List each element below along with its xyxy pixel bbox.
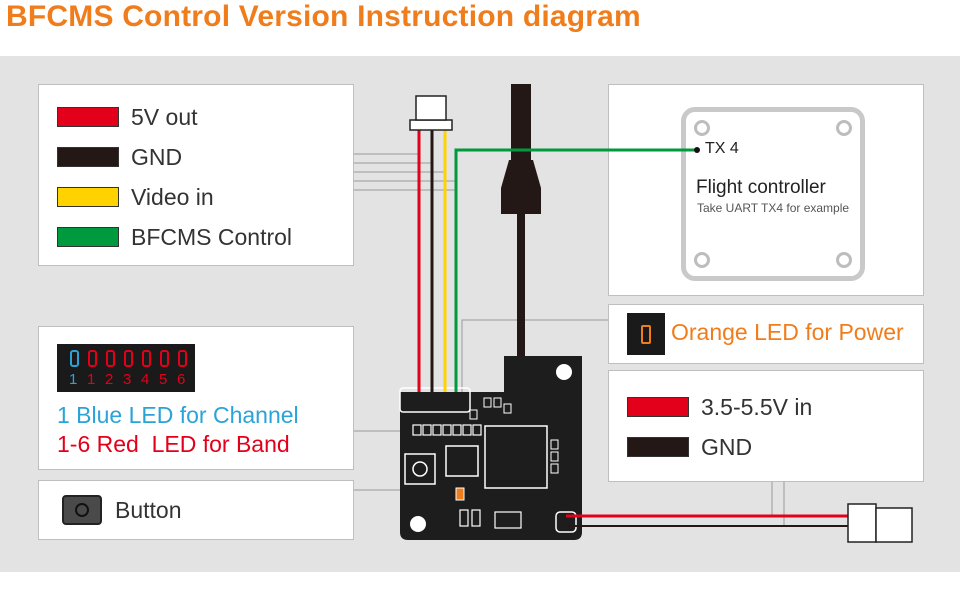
blue-led-icon <box>70 350 79 367</box>
red-led-icon <box>160 350 169 367</box>
legend-swatch-red <box>627 397 689 417</box>
button-icon <box>62 495 102 525</box>
power-led-label: Orange LED for Power <box>671 319 904 345</box>
legend-item-bfcms-control: BFCMS Control <box>57 223 293 250</box>
flight-controller-subtitle: Take UART TX4 for example <box>697 201 850 215</box>
legend-item-power-in: 3.5-5.5V in <box>627 393 813 420</box>
red-led-icon <box>142 350 151 367</box>
flight-controller-box: TX 4 Flight controller Take UART TX4 for… <box>608 84 924 296</box>
flight-controller-title: Flight controller <box>696 177 826 198</box>
power-plug-icon <box>847 503 913 543</box>
led-digit-red: 1 <box>87 371 96 388</box>
legend-swatch-black <box>57 147 119 167</box>
blue-led-label: 1 Blue LED for Channel <box>57 402 299 428</box>
legend-label: 3.5-5.5V in <box>701 393 813 420</box>
tx4-pin-label: TX 4 <box>705 140 739 157</box>
flight-controller-board <box>681 107 865 281</box>
jst-connector-icon <box>409 95 453 131</box>
led-digit-red: 5 <box>159 371 168 388</box>
led-legend-box: 1 1 2 3 4 5 6 1 Blue LED for Channel 1-6… <box>38 326 354 470</box>
mount-hole <box>836 252 852 268</box>
wire-legend-box: 5V out GND Video in BFCMS Control <box>38 84 354 266</box>
legend-label: GND <box>131 143 183 170</box>
led-digit-blue: 1 <box>69 371 78 388</box>
legend-item-5v-out: 5V out <box>57 103 198 130</box>
red-led-icon <box>106 350 115 367</box>
legend-swatch-black <box>627 437 689 457</box>
diagram-title: BFCMS Control Version Instruction diagra… <box>6 0 641 33</box>
legend-item-power-gnd: GND <box>627 433 753 460</box>
legend-swatch-green <box>57 227 119 247</box>
led-digit-red: 4 <box>141 371 150 388</box>
power-led-box: Orange LED for Power <box>608 304 924 364</box>
legend-label: BFCMS Control <box>131 223 293 250</box>
legend-label: Video in <box>131 183 214 210</box>
red-led-icon <box>88 350 97 367</box>
leader-lines <box>354 153 785 526</box>
legend-label: 5V out <box>131 103 198 130</box>
led-digit-red: 3 <box>123 371 132 388</box>
legend-swatch-yellow <box>57 187 119 207</box>
legend-item-video-in: Video in <box>57 183 214 210</box>
red-led-icon <box>178 350 187 367</box>
button-legend-box: Button <box>38 480 354 540</box>
red-led-label: 1-6 Red LED for Band <box>57 431 290 457</box>
red-led-icon <box>124 350 133 367</box>
led-digit-red: 2 <box>105 371 114 388</box>
mount-hole <box>694 120 710 136</box>
led-digit-red: 6 <box>177 371 186 388</box>
mount-hole <box>694 252 710 268</box>
power-legend-box: 3.5-5.5V in GND <box>608 370 924 482</box>
vtx-board <box>399 356 582 540</box>
orange-led-icon <box>641 325 651 344</box>
button-label: Button <box>115 497 182 523</box>
mount-hole <box>836 120 852 136</box>
legend-swatch-red <box>57 107 119 127</box>
power-led-icon-bg <box>627 313 665 355</box>
antenna-icon <box>501 84 541 388</box>
legend-label: GND <box>701 433 753 460</box>
legend-item-gnd: GND <box>57 143 183 170</box>
